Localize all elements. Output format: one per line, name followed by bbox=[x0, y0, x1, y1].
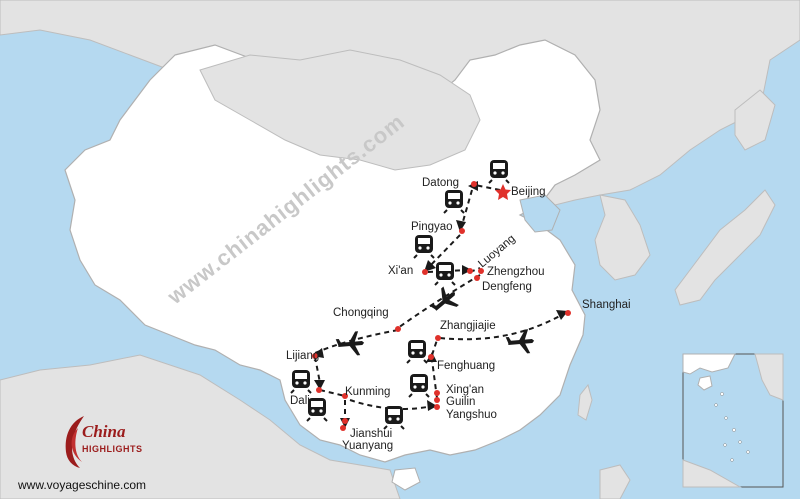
route-lines bbox=[314, 184, 566, 425]
route-dali-kunming bbox=[319, 389, 346, 397]
plane-icons bbox=[335, 286, 535, 356]
route-zhangjiajie-shanghai bbox=[439, 312, 566, 341]
train-icon bbox=[413, 235, 435, 259]
plane-icon bbox=[335, 331, 365, 356]
train-icon bbox=[408, 374, 430, 398]
label-fenghuang: Fenghuang bbox=[437, 360, 495, 372]
route-dengfeng-chongqing bbox=[397, 274, 481, 329]
city-dot-chongqing bbox=[395, 326, 401, 332]
label-dengfeng: Dengfeng bbox=[482, 281, 532, 293]
city-dot-luoyang bbox=[467, 268, 473, 274]
website-url: www.voyageschine.com bbox=[18, 478, 147, 492]
bohai-sea bbox=[519, 194, 561, 233]
train-icon bbox=[488, 160, 510, 184]
city-dot-dali bbox=[316, 387, 322, 393]
train-icon bbox=[383, 406, 405, 430]
city-dot-kunming bbox=[342, 393, 348, 399]
label-yuanyang: Yuanyang bbox=[342, 440, 393, 452]
city-dot-yuanyang bbox=[340, 425, 346, 431]
city-dot-fenghuang bbox=[428, 354, 434, 360]
plane-icon bbox=[429, 286, 459, 311]
hainan-island bbox=[391, 467, 421, 491]
capital-star-icon bbox=[495, 184, 511, 200]
label-pingyao: Pingyao bbox=[411, 221, 453, 233]
label-yangshuo: Yangshuo bbox=[446, 409, 497, 421]
city-dot-lijiang bbox=[312, 353, 318, 359]
city-dot-guilin bbox=[434, 397, 440, 403]
china-highlights-logo: China HIGHLIGHTS bbox=[60, 412, 170, 472]
label-kunming: Kunming bbox=[345, 386, 390, 398]
label-beijing: Beijing bbox=[511, 186, 546, 198]
city-dot-xian bbox=[422, 269, 428, 275]
label-chongqing: Chongqing bbox=[333, 307, 389, 319]
label-zhangjiajie: Zhangjiajie bbox=[440, 320, 496, 332]
route-beijing-datong bbox=[474, 184, 501, 191]
city-dot-datong bbox=[471, 181, 477, 187]
label-xingan: Xing'an bbox=[446, 384, 484, 396]
route-pingyao-xian bbox=[427, 234, 461, 269]
label-dali: Dali bbox=[290, 395, 310, 407]
city-dot-yangshuo bbox=[434, 404, 440, 410]
train-icon bbox=[406, 340, 428, 364]
city-dot-zhengzhou bbox=[478, 268, 484, 274]
logo-china-text: China bbox=[82, 422, 126, 441]
label-xian: Xi'an bbox=[388, 265, 413, 277]
south-china-sea-inset bbox=[682, 353, 784, 488]
city-dot-pingyao bbox=[459, 228, 465, 234]
label-zhengzhou: Zhengzhou bbox=[487, 266, 545, 278]
city-dots bbox=[312, 181, 571, 431]
train-icon bbox=[290, 370, 312, 394]
train-icon bbox=[443, 190, 465, 214]
route-lijiang-dali bbox=[314, 356, 321, 384]
train-icons bbox=[290, 160, 510, 430]
label-lijiang: Lijiang bbox=[286, 350, 319, 362]
mongolia bbox=[199, 49, 481, 171]
city-dot-dengfeng bbox=[474, 275, 480, 281]
route-datong-pingyao bbox=[461, 189, 473, 226]
city-dot-xingan bbox=[434, 390, 440, 396]
city-dot-jianshui bbox=[342, 418, 348, 424]
train-icon bbox=[306, 398, 328, 422]
label-guilin: Guilin bbox=[446, 396, 475, 408]
logo-swoosh-icon bbox=[65, 416, 84, 468]
train-icon bbox=[434, 262, 456, 286]
city-dot-zhangjiajie bbox=[435, 335, 441, 341]
label-datong: Datong bbox=[422, 177, 459, 189]
route-fenghuang-zhangjiajie bbox=[431, 339, 438, 356]
city-dot-shanghai bbox=[565, 310, 571, 316]
plane-icon bbox=[505, 329, 535, 354]
label-shanghai: Shanghai bbox=[582, 299, 631, 311]
logo-highlights-text: HIGHLIGHTS bbox=[82, 444, 143, 454]
label-jianshui: Jianshui bbox=[350, 428, 392, 440]
route-guilin-fenghuang bbox=[431, 359, 438, 399]
